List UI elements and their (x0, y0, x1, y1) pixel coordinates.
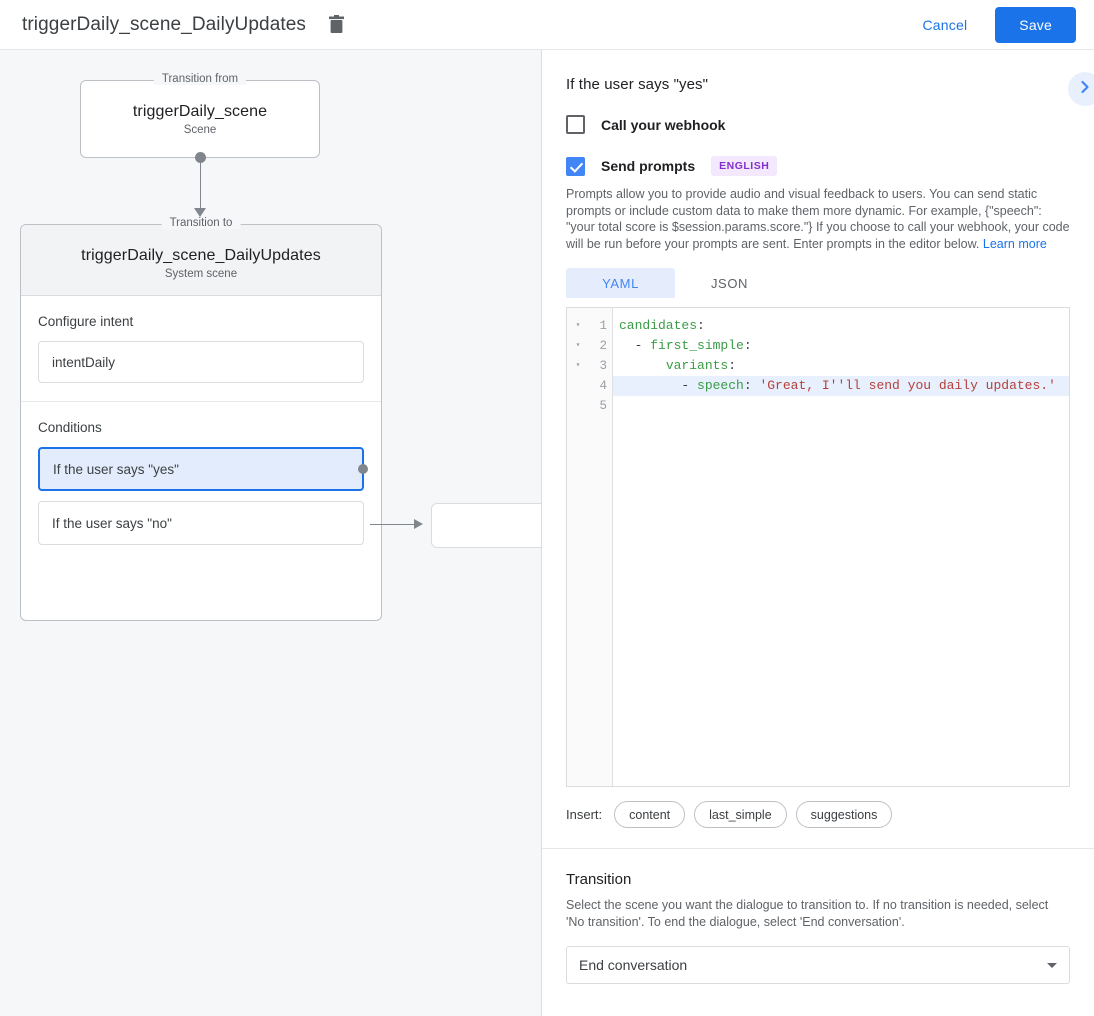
editor-line-number: 4 (599, 379, 607, 393)
condition-item-yes[interactable]: If the user says "yes" (38, 447, 368, 491)
code-token: : (728, 358, 737, 373)
editor-code-line[interactable]: variants: (613, 356, 1069, 376)
editor-code-line[interactable] (613, 396, 1069, 416)
transition-from-title: triggerDaily_scene (132, 103, 268, 120)
editor-fold-gutter[interactable]: ▾ ▾ ▾ (567, 308, 589, 786)
panel-divider (541, 50, 542, 1016)
save-button[interactable]: Save (995, 6, 1076, 43)
editor-code-area[interactable]: candidates: - first_simple: variants: - … (613, 308, 1069, 786)
editor-fold-toggle[interactable]: ▾ (575, 341, 581, 350)
code-token (619, 358, 666, 373)
delete-button[interactable] (322, 11, 350, 39)
transition-from-legend: Transition from (153, 73, 247, 85)
cancel-button[interactable]: Cancel (909, 9, 982, 41)
tab-yaml[interactable]: YAML (566, 268, 675, 298)
branch-connector-arrow-icon (414, 519, 423, 529)
trash-icon (328, 15, 345, 34)
connector-line (200, 157, 201, 214)
send-prompts-checkbox-row[interactable]: Send prompts ENGLISH (566, 156, 1070, 176)
detail-header: If the user says "yes" (542, 50, 1094, 106)
chevron-right-icon (1077, 79, 1093, 100)
branch-connector-line (370, 524, 416, 525)
editor-code-line[interactable]: - speech: 'Great, I''ll send you daily u… (613, 376, 1069, 396)
code-token: : (697, 318, 705, 333)
editor-line-number: 1 (599, 319, 607, 333)
editor-fold-toggle[interactable]: ▾ (575, 321, 581, 330)
scene-graph-canvas[interactable]: Transition from triggerDaily_scene Scene… (0, 50, 541, 1016)
code-token: : (743, 338, 752, 353)
expand-panel-button[interactable] (1068, 72, 1094, 106)
condition-item-label: If the user says "no" (52, 515, 172, 531)
language-badge: ENGLISH (711, 156, 778, 176)
editor-code-line[interactable]: - first_simple: (613, 336, 1069, 356)
condition-item-label: If the user says "yes" (53, 461, 179, 477)
code-token: first_simple (650, 338, 744, 353)
editor-fold-toggle[interactable]: ▾ (575, 361, 581, 370)
transition-section-description: Select the scene you want the dialogue t… (566, 898, 1049, 929)
transition-to-subtitle: System scene (164, 268, 238, 280)
branch-target-node[interactable] (431, 503, 541, 548)
code-token: 'Great, I''ll send you daily updates.' (759, 378, 1056, 393)
send-prompts-label: Send prompts (601, 158, 696, 174)
send-prompts-description-text: Prompts allow you to provide audio and v… (566, 187, 1070, 251)
detail-title: If the user says "yes" (566, 76, 709, 93)
top-bar-actions: Cancel Save (909, 6, 1094, 43)
configure-intent-section: Configure intent intentDaily (21, 296, 381, 402)
page-title: triggerDaily_scene_DailyUpdates (22, 13, 307, 35)
code-token: - (619, 338, 651, 353)
code-token: : (743, 378, 760, 393)
format-tabs: YAML JSON (566, 268, 1070, 298)
connector-arrow-icon (194, 208, 206, 217)
transition-to-title: triggerDaily_scene_DailyUpdates (81, 247, 321, 264)
code-token: speech (697, 378, 744, 393)
detail-body: Call your webhook Send prompts ENGLISH P… (542, 115, 1094, 984)
send-prompts-checkbox[interactable] (566, 156, 585, 176)
detail-panel: If the user says "yes" Call your webhook… (542, 50, 1094, 1016)
insert-row: Insert: content last_simple suggestions (566, 801, 1070, 828)
send-prompts-description: Prompts allow you to provide audio and v… (566, 186, 1070, 252)
code-token: candidates (619, 318, 698, 333)
insert-chip-last-simple[interactable]: last_simple (694, 801, 787, 828)
transition-section-title: Transition (566, 871, 632, 888)
tab-json[interactable]: JSON (710, 275, 749, 291)
transition-to-node[interactable]: Transition to triggerDaily_scene_DailyUp… (20, 217, 382, 621)
transition-to-legend: Transition to (161, 217, 241, 229)
editor-line-number: 3 (599, 359, 607, 373)
conditions-section: Conditions If the user says "yes" If the… (21, 402, 381, 573)
transition-select[interactable]: End conversation (566, 946, 1070, 984)
editor-line-number: 5 (599, 399, 607, 413)
call-webhook-checkbox-row[interactable]: Call your webhook (566, 115, 1070, 134)
condition-item-no[interactable]: If the user says "no" (38, 501, 364, 545)
insert-chip-content[interactable]: content (614, 801, 686, 828)
transition-select-value: End conversation (579, 957, 688, 973)
transition-from-node[interactable]: Transition from triggerDaily_scene Scene (80, 73, 320, 158)
call-webhook-checkbox[interactable] (566, 115, 585, 134)
transition-from-subtitle: Scene (183, 124, 217, 136)
editor-fold-empty (567, 376, 589, 396)
code-token: - (619, 378, 698, 393)
transition-to-header: triggerDaily_scene_DailyUpdates System s… (21, 225, 381, 296)
chevron-down-icon (1047, 962, 1057, 968)
configure-intent-label: Configure intent (38, 314, 134, 329)
editor-fold-empty (567, 396, 589, 416)
editor-code-line[interactable]: candidates: (613, 316, 1069, 336)
learn-more-link[interactable]: Learn more (982, 236, 1047, 251)
section-divider (542, 848, 1094, 849)
conditions-label: Conditions (38, 420, 102, 435)
condition-connector-dot (358, 464, 368, 474)
top-app-bar: triggerDaily_scene_DailyUpdates Cancel S… (0, 0, 1094, 50)
prompt-code-editor[interactable]: ▾ ▾ ▾ 1 2 3 4 5 candidates: - first_simple: va… (566, 307, 1070, 787)
editor-line-numbers: 1 2 3 4 5 (589, 308, 613, 786)
insert-label: Insert: (566, 807, 603, 822)
editor-line-number: 2 (599, 339, 607, 353)
intent-field[interactable]: intentDaily (38, 341, 364, 383)
insert-chip-suggestions[interactable]: suggestions (795, 801, 893, 828)
code-token: variants (665, 358, 729, 373)
call-webhook-label: Call your webhook (601, 116, 726, 133)
